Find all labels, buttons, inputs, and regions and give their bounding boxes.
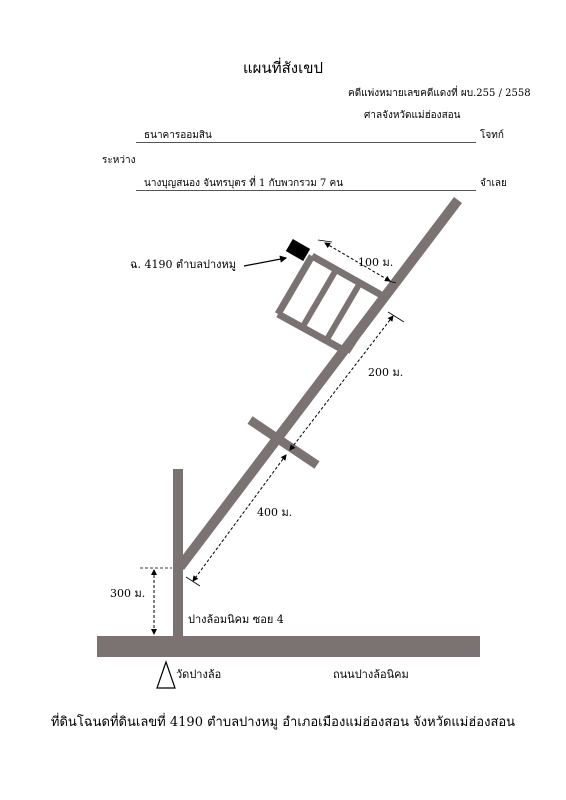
diagonal-road: [176, 196, 462, 571]
dim-100: [317, 239, 397, 284]
crossing-road: [247, 416, 320, 469]
defendant-underline: [136, 190, 476, 191]
page-title: แผนที่สังเขป: [243, 59, 323, 77]
defendant-role: จำเลย: [480, 178, 507, 189]
dim-200: [289, 311, 405, 451]
soi-label: ปางล้อมนิคม ซอย 4: [188, 613, 284, 626]
soi-vertical-road: [173, 469, 183, 636]
distance-100-label: 100 ม.: [358, 256, 393, 269]
footer-caption: ที่ดินโฉนดที่ดินเลขที่ 4190 ตำบลปางหมู อ…: [50, 715, 516, 730]
parcel-grid: [274, 252, 386, 356]
plaintiff-name: ธนาคารออมสิน: [144, 130, 212, 141]
parcel-marker: [285, 238, 311, 262]
distance-300-label: 300 ม.: [110, 587, 145, 600]
defendant-name: นางบุญสนอง จันทรบุตร ที่ 1 กับพวกรวม 7 ค…: [144, 178, 344, 189]
temple-triangle-icon: [156, 660, 176, 689]
main-road: [97, 636, 480, 657]
court-name: ศาลจังหวัดแม่ฮ่องสอน: [364, 110, 461, 121]
dim-400: [185, 454, 287, 587]
between-label: ระหว่าง: [102, 155, 136, 166]
case-number: คดีแพ่งหมายเลขคดีแดงที่ ผบ.255 / 2558: [348, 88, 531, 99]
temple-label: วัดปางล้อ: [176, 668, 221, 681]
plaintiff-underline: [136, 142, 476, 143]
parcel-pointer-arrow: [243, 255, 288, 267]
dim-300: [140, 567, 172, 635]
plaintiff-role: โจทก์: [480, 130, 504, 141]
parcel-label: ฉ. 4190 ตำบลปางหมู: [130, 258, 236, 271]
distance-200-label: 200 ม.: [368, 366, 403, 379]
road-label: ถนนปางล้อนิคม: [333, 668, 409, 681]
distance-400-label: 400 ม.: [257, 506, 292, 519]
